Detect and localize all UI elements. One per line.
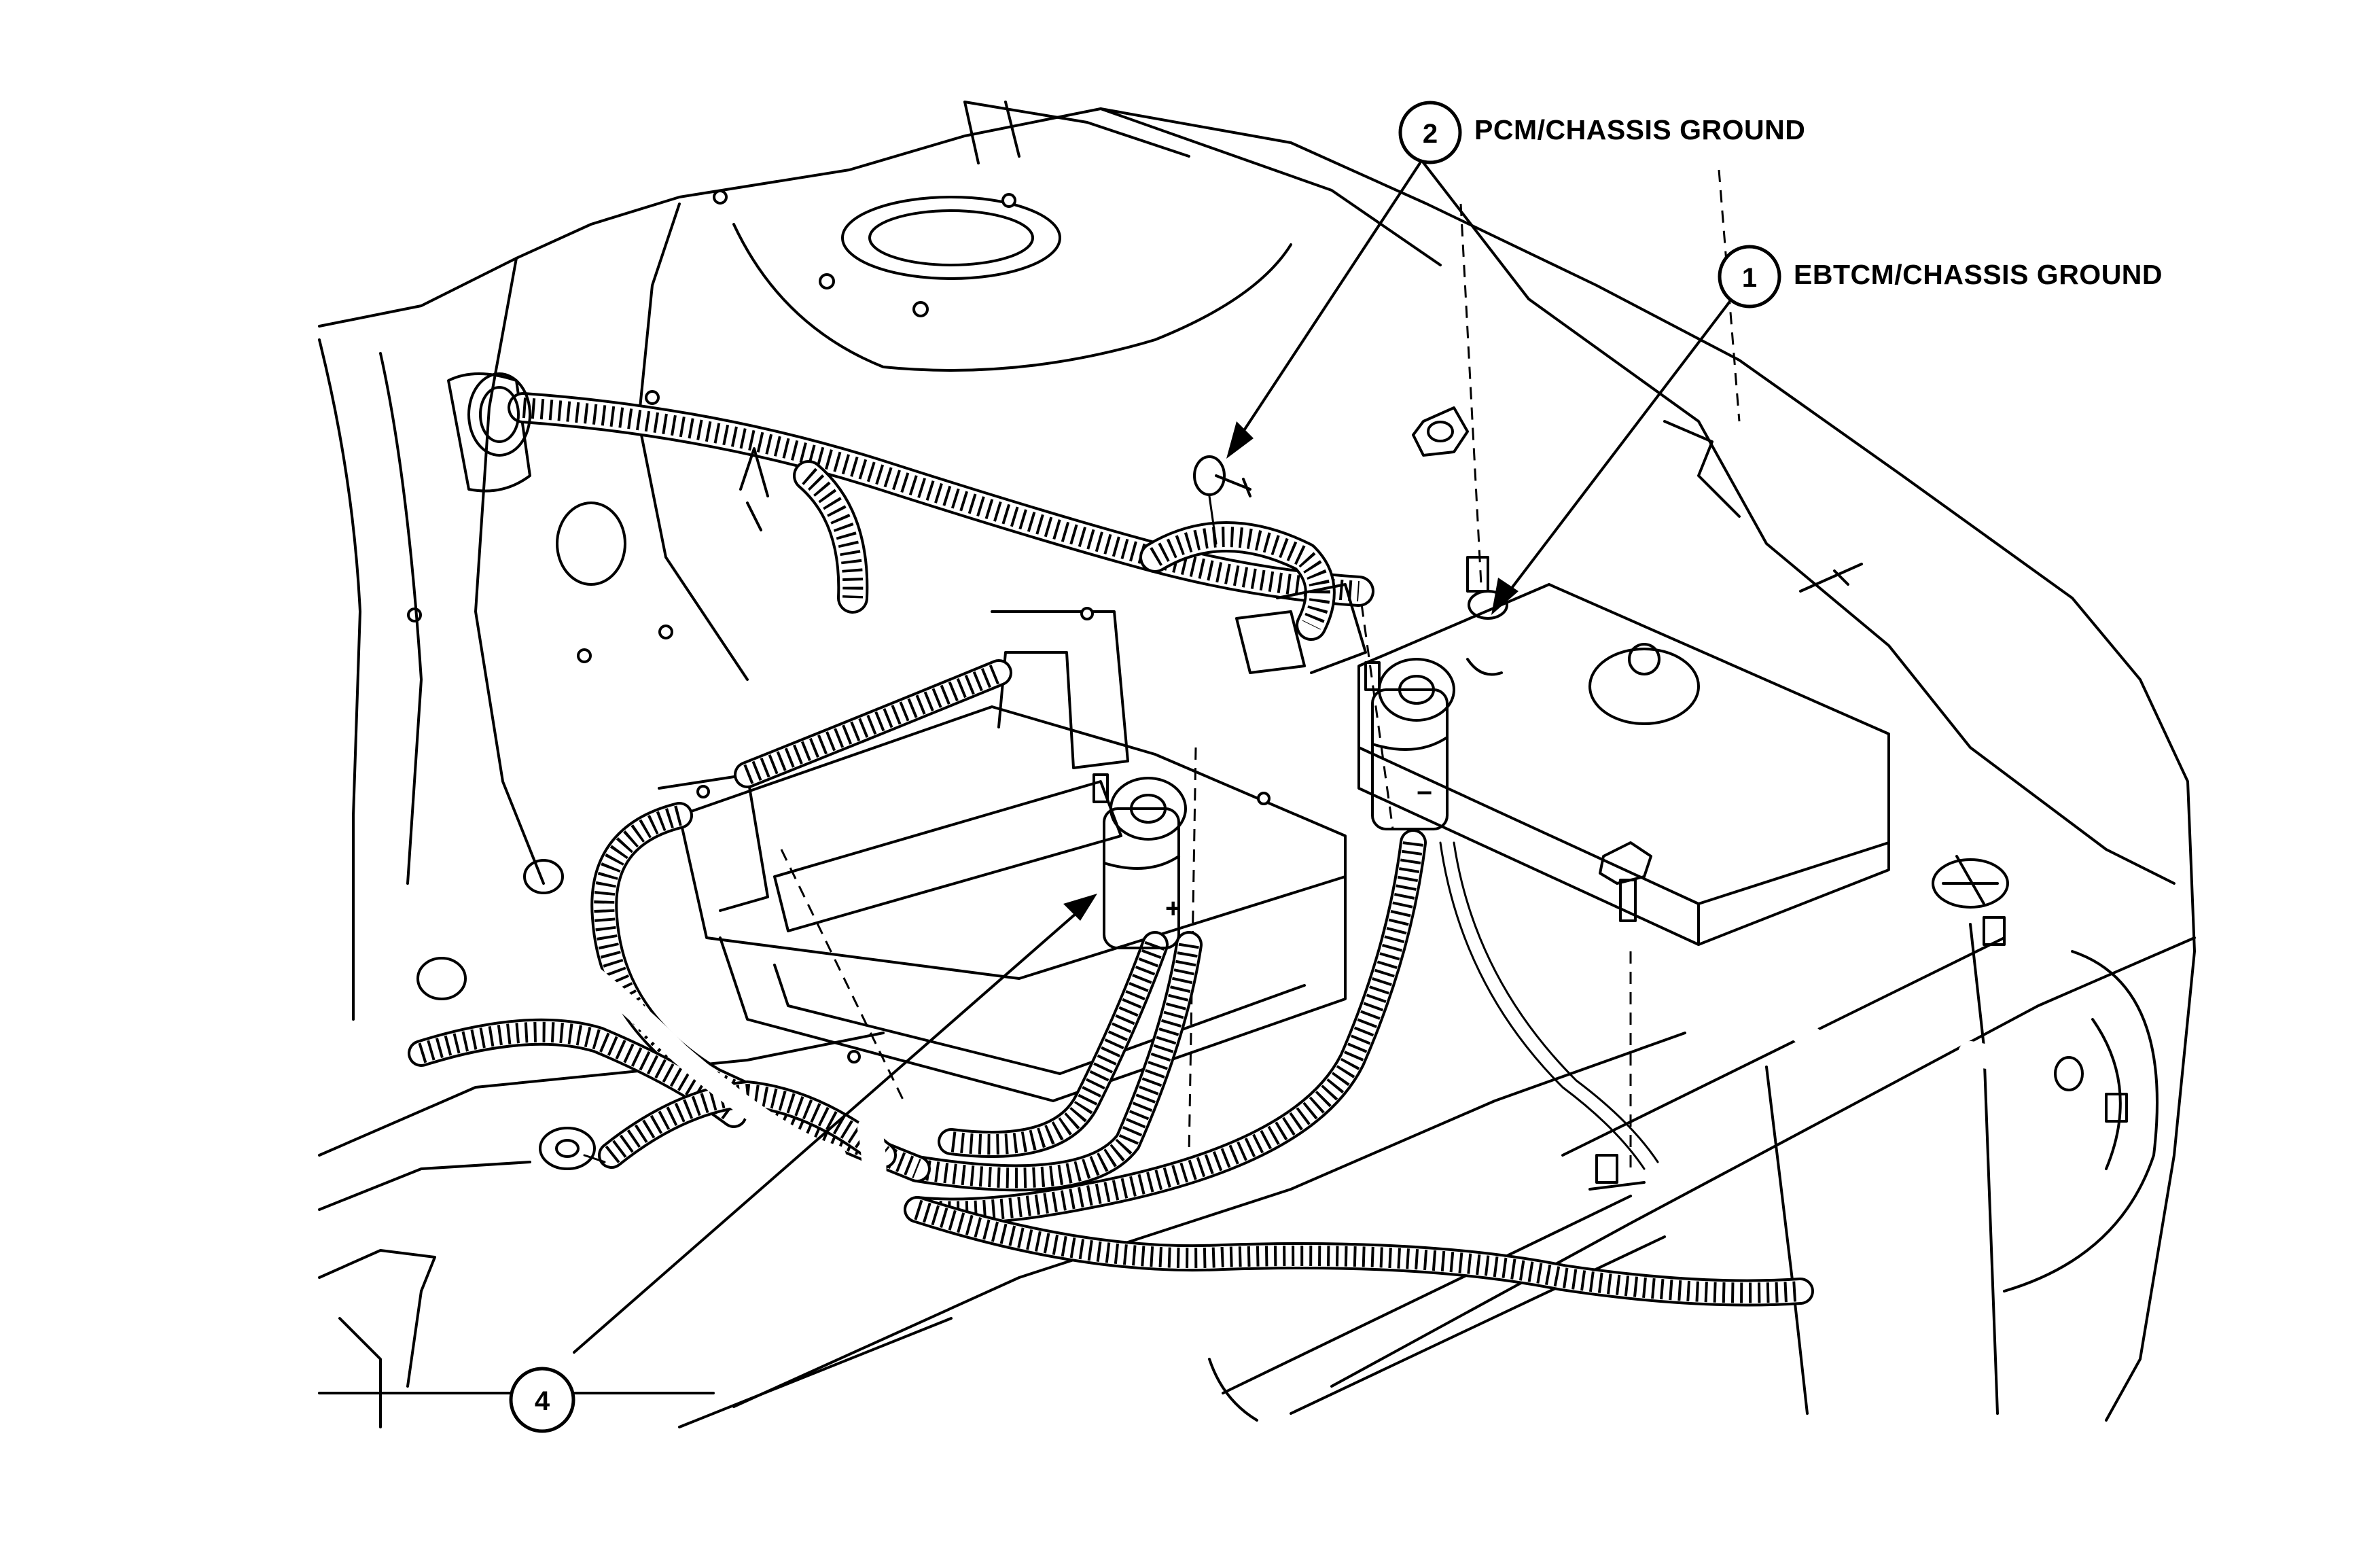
tray-bolt xyxy=(1599,841,1652,922)
battery-cables xyxy=(408,659,2084,1392)
callout-4: 4 xyxy=(509,1367,575,1433)
callout-leaders xyxy=(573,162,1730,1354)
positive-terminal-symbol: + xyxy=(1165,894,1181,924)
upper-nut xyxy=(1412,406,1469,457)
callout-number: 4 xyxy=(535,1386,550,1416)
callout-number: 1 xyxy=(1742,263,1757,293)
callout-label: EBTCM/CHASSIS GROUND xyxy=(1794,259,2163,290)
negative-terminal-symbol: − xyxy=(1417,778,1432,808)
pcm-ground-stud xyxy=(1193,455,1251,545)
main-wiring-harness xyxy=(467,372,1374,674)
negative-battery-terminal: − xyxy=(1364,658,1455,830)
ebtcm-ground-stud xyxy=(1466,556,1508,620)
callout-1: 1 EBTCM/CHASSIS GROUND xyxy=(1718,245,2163,309)
callout-number: 2 xyxy=(1423,119,1438,149)
vehicle-body-structure xyxy=(318,101,2196,1428)
lower-ground-bolt xyxy=(1588,1154,1646,1191)
callout-label: PCM/CHASSIS GROUND xyxy=(1474,114,1805,145)
callout-2: 2 PCM/CHASSIS GROUND xyxy=(1398,101,1805,164)
positive-battery-terminal: + xyxy=(1093,773,1187,949)
